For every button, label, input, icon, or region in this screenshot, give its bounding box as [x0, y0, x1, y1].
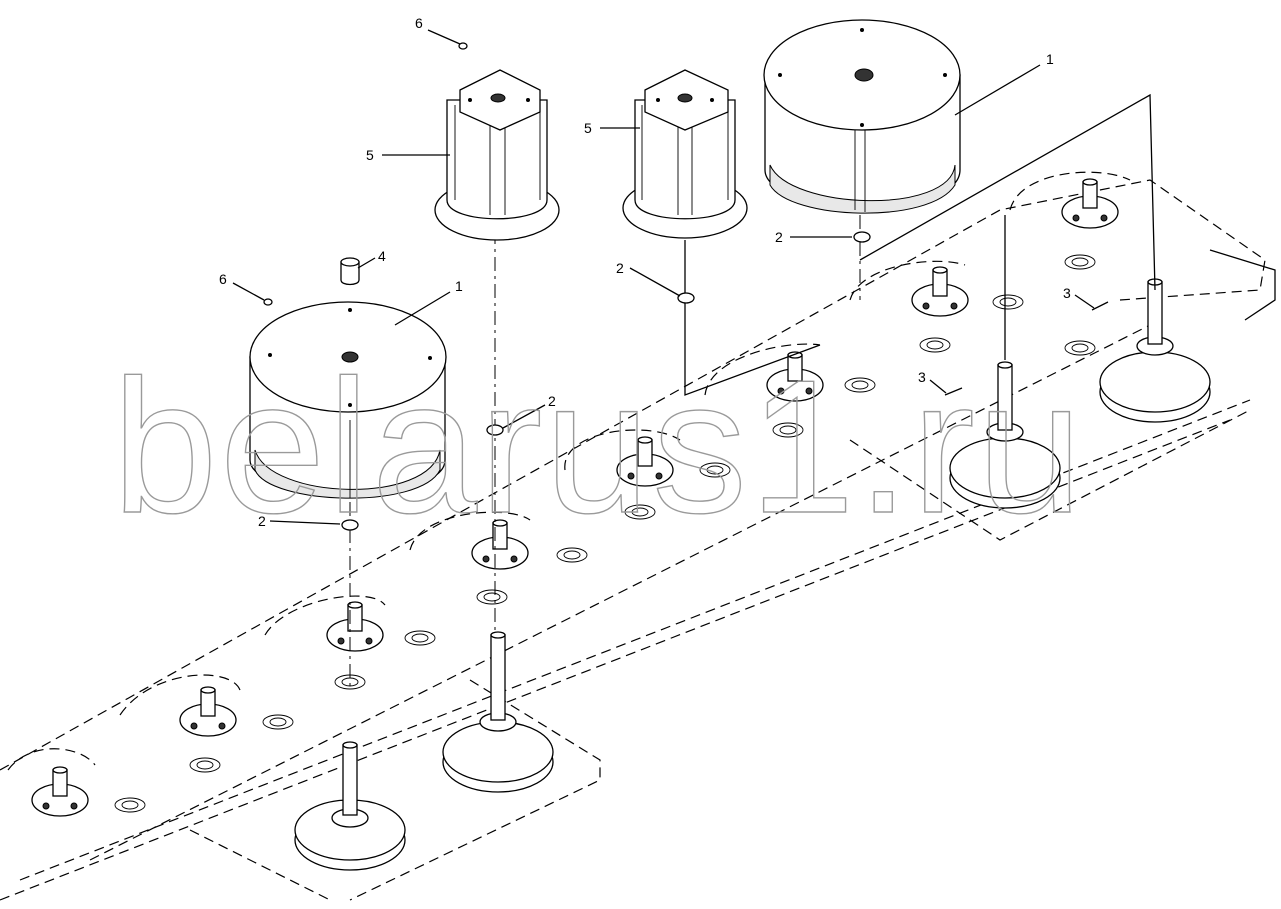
- callout-2-mid: 2: [616, 260, 624, 276]
- disc-hub: [31, 766, 89, 817]
- callout-4: 4: [378, 248, 386, 264]
- cap-part-4: [340, 257, 360, 286]
- callout-6-left: 6: [219, 271, 227, 287]
- disc-hub: [326, 601, 384, 652]
- callout-3-a: 3: [918, 369, 926, 385]
- callout-1-right: 1: [1046, 51, 1054, 67]
- callout-5-left: 5: [366, 147, 374, 163]
- callout-5-right: 5: [584, 120, 592, 136]
- drive-hub-left: [294, 741, 406, 871]
- drive-hub-right-a: [949, 361, 1061, 509]
- bolt-part-6-top: [458, 42, 468, 50]
- disc-hub: [471, 519, 529, 570]
- disc-hub: [911, 266, 969, 317]
- callout-6-top: 6: [415, 15, 423, 31]
- bolt-part-6-left: [263, 298, 273, 306]
- drum-large-right: [763, 19, 961, 214]
- drive-hub-right-b: [1099, 278, 1211, 423]
- callout-2-center: 2: [548, 393, 556, 409]
- cutting-discs: [7, 171, 1131, 771]
- disc-hub: [1061, 178, 1119, 229]
- callout-2-left: 2: [258, 513, 266, 529]
- drive-hub-mid: [442, 631, 554, 793]
- snap-rings-part-2: [341, 231, 871, 531]
- callout-3-b: 3: [1063, 285, 1071, 301]
- callout-labels: 6 5 5 1 1 4 6 2 2 2 2 3 3: [219, 15, 1071, 529]
- disc-hub: [179, 686, 237, 737]
- drum-small-right: [622, 69, 748, 239]
- drum-small-left: [434, 69, 560, 241]
- callout-2-right: 2: [775, 229, 783, 245]
- pins-part-3: [944, 301, 1109, 396]
- leader-lines: [232, 29, 1095, 525]
- disc-hub: [616, 436, 674, 487]
- callout-1-left: 1: [455, 278, 463, 294]
- watermark-text: belarus1.ru: [112, 341, 1085, 553]
- cutter-bar-frame: [0, 179, 1276, 901]
- disc-hubs: [31, 178, 1119, 817]
- disc-hub: [766, 351, 824, 402]
- drum-large-left: [249, 301, 447, 499]
